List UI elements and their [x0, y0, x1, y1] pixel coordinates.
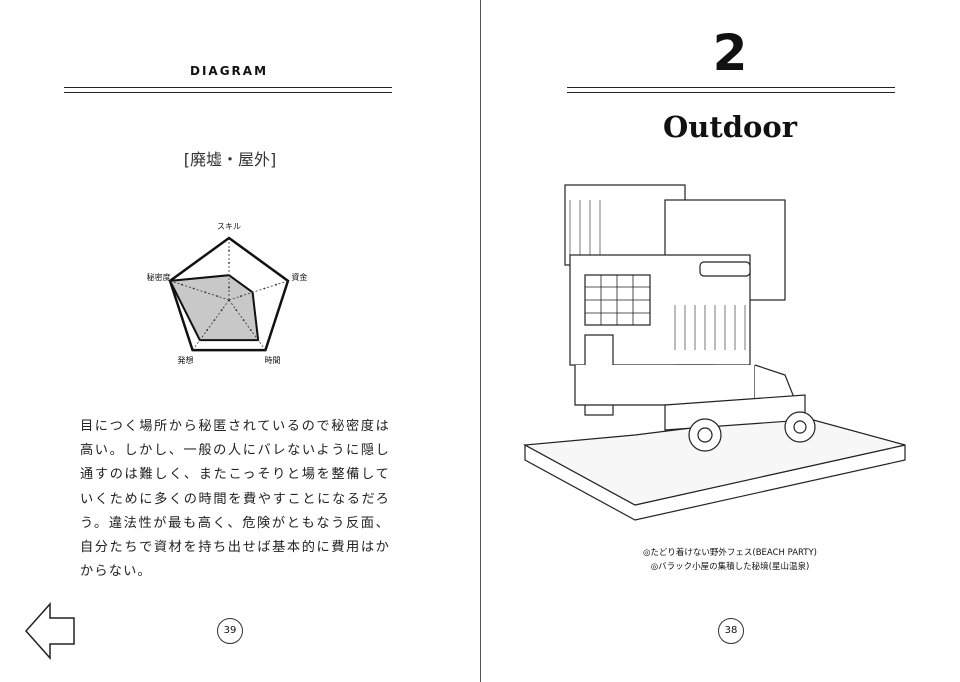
section-title: [廃墟・屋外]: [183, 150, 277, 169]
chapter-title: Outdoor: [663, 110, 797, 144]
radar-tick: [242, 319, 245, 321]
radar-tick: [198, 339, 201, 342]
caption-1: ◎たどり着けない野外フェス(BEACH PARTY): [642, 548, 817, 558]
radar-data-area: [168, 274, 260, 342]
radar-axis-label: 時間: [264, 356, 280, 365]
header-rule: [64, 87, 392, 93]
left-arrow-icon[interactable]: [24, 600, 76, 662]
radar-tick: [235, 309, 238, 311]
radar-tick: [228, 286, 230, 289]
radar-tick: [239, 295, 242, 298]
radar-tick: [228, 249, 230, 252]
radar-tick: [228, 274, 230, 277]
radar-tick: [206, 329, 209, 331]
body-text: 目につく場所から秘匿されているので秘密度は高い。しかし、一般の人にバレないように…: [80, 419, 390, 580]
radar-axis-label: 発想: [178, 355, 194, 365]
radar-tick: [251, 291, 254, 294]
radar-tick: [204, 291, 207, 294]
radar-tick: [263, 287, 266, 290]
page-number-left: 39: [217, 618, 243, 644]
camper-truck-illustration: [522, 184, 906, 521]
radar-tick: [216, 295, 219, 298]
radar-axis-label: 秘密度: [147, 272, 171, 282]
radar-tick: [249, 329, 252, 331]
radar-tick: [180, 283, 183, 286]
chapter-number: 2: [712, 24, 748, 82]
running-header: DIAGRAM: [189, 64, 269, 78]
page-gutter: [480, 0, 481, 682]
radar-tick: [213, 319, 216, 321]
radar-axis-label: スキル: [217, 222, 241, 231]
radar-tick: [228, 261, 230, 264]
radar-axis-label: 資金: [291, 272, 307, 282]
radar-tick: [192, 287, 195, 290]
chapter-rule: [567, 87, 895, 93]
radar-tick: [275, 283, 278, 286]
radar-tick: [257, 339, 260, 342]
page-number-right: 38: [718, 618, 744, 644]
caption-2: ◎バラック小屋の集積した秘境(星山温泉): [650, 562, 810, 572]
radar-tick: [220, 309, 223, 311]
